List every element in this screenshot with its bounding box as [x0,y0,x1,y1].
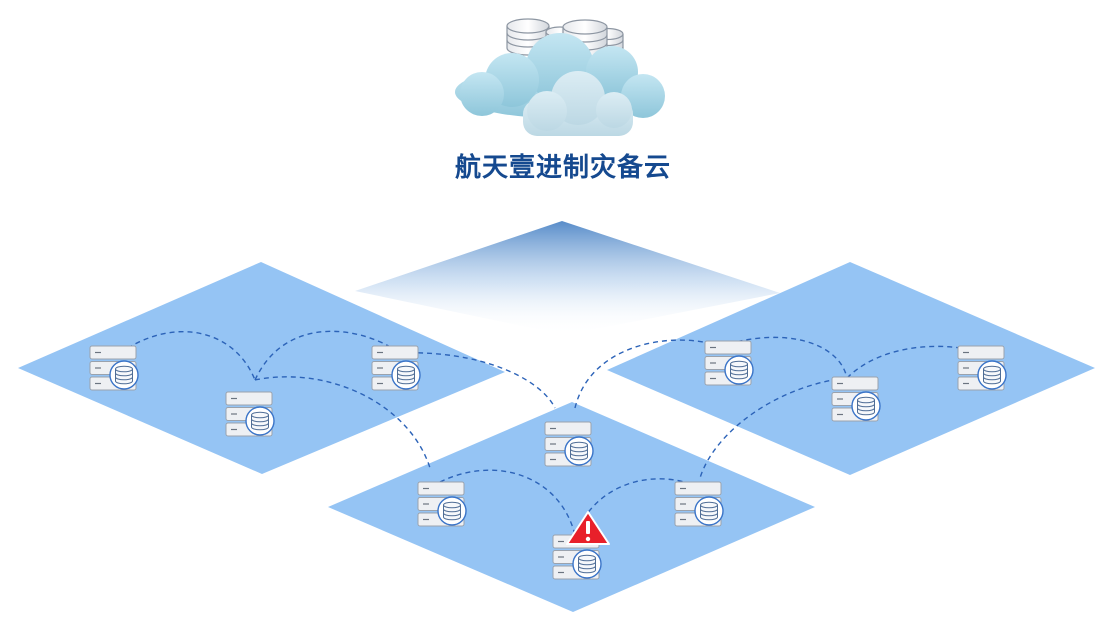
link-left-center [399,352,556,409]
server-database-icon [957,345,1007,391]
server-database-icon [544,421,594,467]
link-center-a [439,469,576,536]
link-left-c [254,376,431,469]
server-database-icon [89,345,139,391]
cloud-icon [455,18,665,136]
server-database-icon [225,391,275,437]
cloud-beam [355,221,780,335]
server-database-icon [417,481,467,527]
server-database-icon [674,481,724,527]
page-title: 航天壹进制灾备云 [455,152,671,183]
server-database-icon [704,340,754,386]
link-right-center [699,377,848,479]
center-site-platform [328,402,815,612]
server-database-icon [371,345,421,391]
right-site-platform [607,262,1095,475]
link-center-right [574,339,721,409]
replication-links [119,330,986,536]
server-database-icon [831,376,881,422]
warning-triangle-icon [566,511,610,545]
link-left-a [119,331,256,381]
